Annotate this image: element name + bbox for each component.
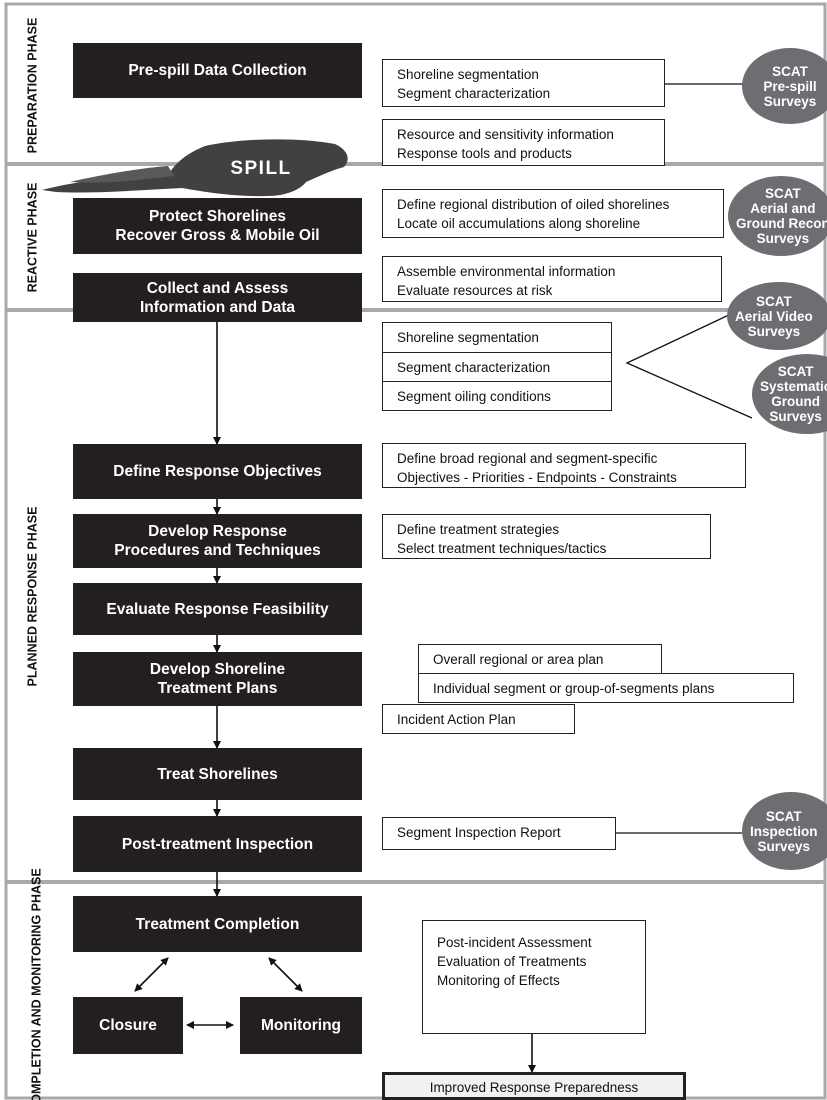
info-segment-inspection-report: Segment Inspection Report bbox=[382, 817, 616, 850]
info-improved-preparedness: Improved Response Preparedness bbox=[382, 1072, 686, 1100]
step-monitoring: Monitoring bbox=[240, 997, 362, 1054]
phase-label-preparation: PREPARATION PHASE bbox=[25, 17, 40, 153]
step-develop-treatment-plans: Develop Shoreline Treatment Plans bbox=[73, 652, 362, 706]
info-broad-objectives: Define broad regional and segment-specif… bbox=[382, 443, 746, 488]
info-incident-action-plan: Incident Action Plan bbox=[382, 704, 575, 734]
oval-scat-aerial-ground: SCAT Aerial and Ground Recon Surveys bbox=[728, 176, 827, 256]
phase-label-reactive: REACTIVE PHASE bbox=[25, 182, 40, 292]
info-post-incident-assessment: Post-incident Assessment Evaluation of T… bbox=[422, 920, 646, 1034]
step-evaluate-feasibility: Evaluate Response Feasibility bbox=[73, 583, 362, 635]
info-resource-sensitivity: Resource and sensitivity information Res… bbox=[382, 119, 665, 166]
info-shoreline-segmentation: Shoreline segmentation bbox=[382, 322, 612, 353]
step-treatment-completion: Treatment Completion bbox=[73, 896, 362, 952]
phase-label-completion: COMPLETION AND MONITORING PHASE bbox=[29, 867, 44, 1100]
info-pre-spill-segmentation: Shoreline segmentation Segment character… bbox=[382, 59, 665, 107]
step-define-objectives: Define Response Objectives bbox=[73, 444, 362, 499]
oval-scat-pre-spill: SCAT Pre-spill Surveys bbox=[742, 48, 827, 124]
arrow-completion-closure bbox=[134, 957, 169, 992]
info-regional-plan: Overall regional or area plan bbox=[418, 644, 662, 674]
step-protect-shorelines: Protect Shorelines Recover Gross & Mobil… bbox=[73, 198, 362, 254]
oval-scat-inspection: SCAT Inspection Surveys bbox=[742, 792, 827, 870]
phase-label-planned: PLANNED RESPONSE PHASE bbox=[25, 506, 40, 686]
spill-shape bbox=[42, 139, 348, 197]
arrow-completion-monitoring bbox=[268, 957, 303, 992]
oval-scat-aerial-video: SCAT Aerial Video Surveys bbox=[727, 282, 827, 350]
info-segment-oiling: Segment oiling conditions bbox=[382, 381, 612, 411]
spill-label: SPILL bbox=[230, 158, 292, 179]
info-regional-distribution: Define regional distribution of oiled sh… bbox=[382, 189, 724, 238]
step-develop-procedures: Develop Response Procedures and Techniqu… bbox=[73, 514, 362, 568]
connector-segment-surveys bbox=[625, 304, 753, 419]
step-pre-spill-data-collection: Pre-spill Data Collection bbox=[73, 43, 362, 98]
info-treatment-strategies: Define treatment strategies Select treat… bbox=[382, 514, 711, 559]
step-collect-assess: Collect and Assess Information and Data bbox=[73, 273, 362, 322]
step-closure: Closure bbox=[73, 997, 183, 1054]
spill-shape-tail bbox=[70, 166, 174, 183]
info-segment-plans: Individual segment or group-of-segments … bbox=[418, 673, 794, 703]
step-treat-shorelines: Treat Shorelines bbox=[73, 748, 362, 800]
step-post-treatment-inspection: Post-treatment Inspection bbox=[73, 816, 362, 872]
info-environmental: Assemble environmental information Evalu… bbox=[382, 256, 722, 302]
info-segment-characterization: Segment characterization bbox=[382, 352, 612, 382]
